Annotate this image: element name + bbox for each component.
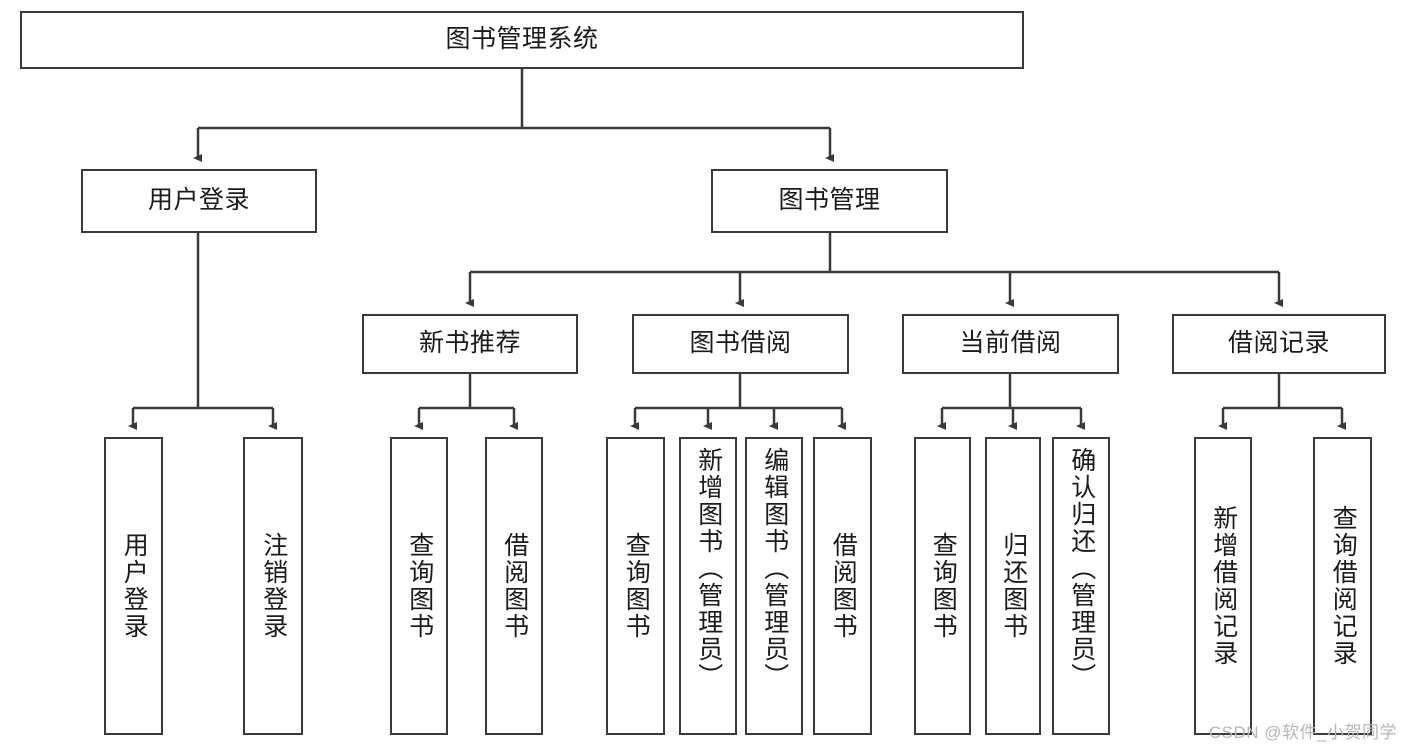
node-label: 图书借阅 [689,329,792,358]
leaf-add-borrow-record[interactable]: 新增借阅记录 [1194,437,1252,735]
node-label: 新书推荐 [418,329,521,358]
node-book-management[interactable]: 图书管理 [711,169,948,233]
node-label: 图书管理 [778,186,881,215]
node-borrow-record[interactable]: 借阅记录 [1172,314,1386,374]
node-label: 借阅记录 [1227,329,1330,358]
node-book-borrow[interactable]: 图书借阅 [632,314,849,374]
node-label: 新增图书（管理员） [694,447,723,690]
leaf-borrow-book-recommend[interactable]: 借阅图书 [485,437,543,735]
node-label: 归还图书 [999,532,1028,640]
leaf-add-book-admin[interactable]: 新增图书（管理员） [679,437,737,735]
leaf-logout[interactable]: 注销登录 [243,437,303,735]
node-label: 新增借阅记录 [1209,505,1238,667]
node-label: 查询借阅记录 [1329,505,1358,667]
leaf-user-login[interactable]: 用户登录 [104,437,163,735]
node-label: 借阅图书 [829,532,858,640]
leaf-query-book-current[interactable]: 查询图书 [914,437,971,735]
node-label: 借阅图书 [500,532,529,640]
node-label: 查询图书 [929,532,958,640]
node-label: 编辑图书（管理员） [760,447,789,690]
leaf-return-book[interactable]: 归还图书 [985,437,1041,735]
node-label: 用户登录 [120,532,149,640]
leaf-query-book-borrow[interactable]: 查询图书 [606,437,665,735]
node-user-login[interactable]: 用户登录 [81,169,317,233]
node-label: 图书管理系统 [445,25,599,54]
node-root[interactable]: 图书管理系统 [20,11,1024,69]
node-label: 确认归还（管理员） [1067,447,1096,690]
leaf-edit-book-admin[interactable]: 编辑图书（管理员） [745,437,803,735]
node-label: 注销登录 [259,532,288,640]
node-label: 查询图书 [622,532,651,640]
leaf-confirm-return-admin[interactable]: 确认归还（管理员） [1052,437,1110,735]
node-current-borrow[interactable]: 当前借阅 [902,314,1119,374]
leaf-query-book-recommend[interactable]: 查询图书 [390,437,448,735]
node-label: 查询图书 [405,532,434,640]
node-label: 当前借阅 [959,329,1062,358]
leaf-borrow-book[interactable]: 借阅图书 [813,437,872,735]
leaf-query-borrow-record[interactable]: 查询借阅记录 [1313,437,1372,735]
node-label: 用户登录 [147,186,250,215]
node-new-book-recommend[interactable]: 新书推荐 [362,314,578,374]
